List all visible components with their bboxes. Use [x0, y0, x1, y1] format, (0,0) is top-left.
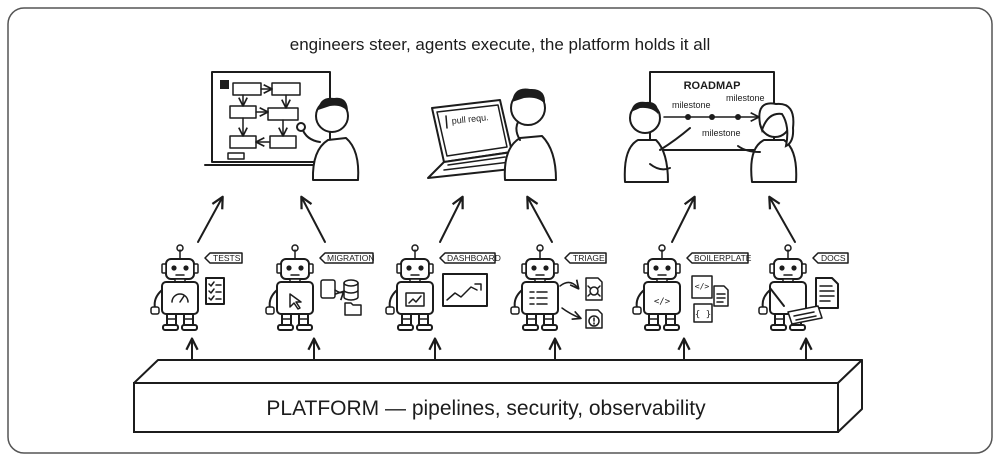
agent-triage: TRIAGE: [510, 244, 607, 331]
roadmap-board-icon: ROADMAP milestone milestone milestone: [649, 71, 775, 151]
agent-tag-label: TRIAGE: [573, 253, 605, 263]
code-icon: </>: [654, 297, 671, 307]
milestone-label: milestone: [726, 93, 765, 103]
gauge-icon: [171, 293, 189, 303]
platform-slab: PLATFORM — pipelines, security, observab…: [133, 359, 863, 433]
up-arrow: [300, 195, 326, 243]
laptop-screen-text: pull requ.: [451, 112, 489, 126]
agent-dashboard: DASHBOARD: [385, 244, 501, 331]
planner-person-left: [623, 101, 691, 183]
cursor-icon: [289, 293, 302, 310]
agent-tag-label: MIGRATION: [327, 253, 375, 263]
planner-engineers: ROADMAP milestone milestone milestone: [623, 71, 798, 183]
pen-icon: [769, 287, 785, 307]
agent-tag-label: TESTS: [213, 253, 241, 263]
roadmap-title: ROADMAP: [684, 80, 741, 92]
checklist-icon: [205, 277, 225, 305]
svg-text:</>: </>: [695, 282, 710, 291]
milestone-label: milestone: [672, 100, 711, 110]
agent-tag: DOCS: [812, 252, 849, 264]
up-arrow: [197, 195, 224, 243]
up-arrow: [671, 195, 696, 243]
agent-tag-label: BOILERPLATE: [694, 253, 752, 263]
reviewer-engineer: pull requ.: [427, 88, 557, 181]
document-icon: [787, 277, 839, 325]
agent-tag: MIGRATION: [319, 252, 375, 264]
reviewer-person: [503, 88, 557, 181]
agent-tag: BOILERPLATE: [686, 252, 752, 264]
svg-text:{ }: { }: [695, 310, 711, 320]
architect-person: [296, 97, 360, 181]
planner-person-right: [737, 102, 798, 183]
up-arrow: [768, 195, 796, 243]
platform-label: PLATFORM — pipelines, security, observab…: [266, 397, 706, 420]
list-icon: [529, 291, 548, 305]
architect-engineer: [204, 71, 360, 181]
agent-tag-label: DASHBOARD: [447, 253, 501, 263]
diagram-caption: engineers steer, agents execute, the pla…: [290, 35, 711, 54]
agent-tag: DASHBOARD: [439, 252, 501, 264]
whiteboard-diagram-icon: [204, 71, 336, 166]
code-file-icon: </> { }: [691, 275, 729, 323]
agent-tag: TRIAGE: [564, 252, 607, 264]
line-chart-icon: [442, 273, 488, 307]
bug-report-icon: [559, 277, 603, 329]
database-icon: [320, 279, 362, 316]
agent-to-engineer-arrows: [197, 195, 796, 243]
agent-docs: DOCS: [758, 244, 849, 331]
agent-boilerplate: </> </> { } BOILERPLATE: [632, 244, 752, 331]
agent-tests: TESTS: [150, 244, 243, 331]
agent-tag-label: DOCS: [821, 253, 846, 263]
chart-icon: [405, 292, 425, 307]
agent-tag: TESTS: [204, 252, 243, 264]
up-arrow: [439, 195, 464, 243]
agent-migration: MIGRATION: [265, 244, 375, 331]
milestone-label: milestone: [702, 128, 741, 138]
up-arrow: [526, 195, 553, 243]
